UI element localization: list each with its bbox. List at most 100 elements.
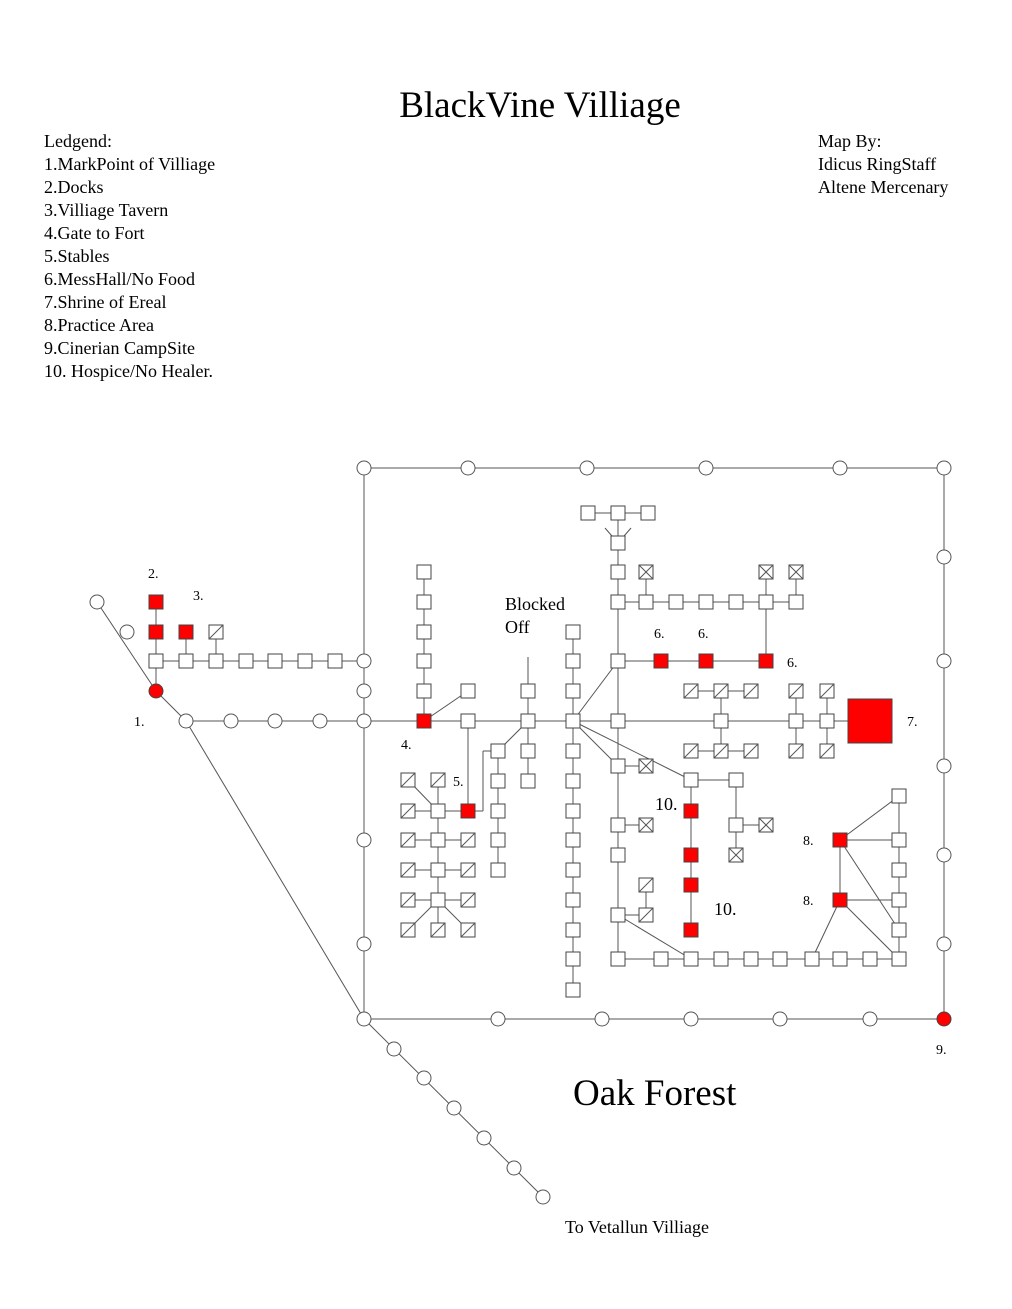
room — [178, 653, 194, 669]
room — [713, 713, 729, 729]
room — [610, 951, 626, 967]
room — [238, 653, 254, 669]
room — [400, 892, 416, 908]
room — [460, 922, 476, 938]
marker-8: 8. — [803, 894, 814, 909]
legend-item: 1.MarkPoint of Villiage — [44, 154, 216, 174]
waypoint — [936, 847, 952, 863]
room — [638, 564, 654, 580]
room — [743, 743, 759, 759]
waypoint — [446, 1100, 462, 1116]
room — [490, 803, 506, 819]
room — [891, 892, 907, 908]
room — [891, 832, 907, 848]
room — [713, 951, 729, 967]
room — [400, 862, 416, 878]
credits-line: Idicus RingStaff — [818, 154, 937, 174]
room — [416, 653, 432, 669]
room — [565, 832, 581, 848]
credits-line: Map By: — [818, 131, 882, 151]
room — [758, 594, 774, 610]
marker-6: 6. — [698, 627, 709, 642]
road-destination-label: To Vetallun Villiage — [565, 1217, 709, 1237]
legend: Ledgend: 1.MarkPoint of Villiage 2.Docks… — [44, 130, 215, 383]
waypoint — [356, 936, 372, 952]
room — [638, 877, 654, 893]
room — [788, 743, 804, 759]
room — [698, 594, 714, 610]
room — [610, 907, 626, 923]
legend-item: 3.Villiage Tavern — [44, 200, 169, 220]
special-room — [758, 653, 774, 669]
path-segment — [572, 720, 692, 781]
marker-5: 5. — [453, 775, 464, 790]
room — [267, 653, 283, 669]
room — [788, 713, 804, 729]
waypoint — [772, 1011, 788, 1027]
room — [862, 951, 878, 967]
room — [565, 951, 581, 967]
room — [638, 907, 654, 923]
path-segment — [811, 899, 841, 960]
room — [565, 653, 581, 669]
marker-4: 4. — [401, 738, 412, 753]
room — [728, 772, 744, 788]
special-room — [653, 653, 669, 669]
room — [819, 683, 835, 699]
room — [640, 505, 656, 521]
room — [565, 743, 581, 759]
room — [610, 847, 626, 863]
room — [638, 594, 654, 610]
room — [430, 772, 446, 788]
room — [668, 594, 684, 610]
room — [891, 922, 907, 938]
map-paths — [96, 467, 945, 1198]
map-title: BlackVine Villiage — [399, 85, 681, 126]
path-segment — [572, 660, 619, 722]
waypoint — [579, 460, 595, 476]
legend-item: 5.Stables — [44, 246, 110, 266]
waypoint — [936, 549, 952, 565]
room — [460, 892, 476, 908]
room — [683, 683, 699, 699]
special-room — [683, 803, 699, 819]
waypoint — [683, 1011, 699, 1027]
shrine-room — [847, 698, 893, 744]
special-room — [148, 624, 164, 640]
room — [819, 743, 835, 759]
path-segment — [839, 899, 900, 960]
marker-10: 10. — [714, 899, 737, 919]
room — [610, 535, 626, 551]
room — [327, 653, 343, 669]
waypoint — [416, 1070, 432, 1086]
room — [430, 803, 446, 819]
room — [610, 594, 626, 610]
legend-item: 8.Practice Area — [44, 315, 154, 335]
legend-heading: Ledgend: — [44, 131, 112, 151]
room — [653, 951, 669, 967]
marker-1: 1. — [134, 715, 145, 730]
path-segment — [839, 839, 900, 931]
special-room — [683, 922, 699, 938]
waypoint — [356, 683, 372, 699]
room — [565, 803, 581, 819]
room — [683, 772, 699, 788]
legend-item: 2.Docks — [44, 177, 104, 197]
path-segment — [185, 720, 365, 1020]
room — [610, 817, 626, 833]
waypoint — [594, 1011, 610, 1027]
room — [400, 922, 416, 938]
room — [713, 743, 729, 759]
special-room — [683, 877, 699, 893]
room — [804, 951, 820, 967]
room — [580, 505, 596, 521]
marker-10: 10. — [655, 794, 678, 814]
map-rooms — [89, 460, 952, 1205]
room — [638, 758, 654, 774]
room — [610, 713, 626, 729]
room — [772, 951, 788, 967]
room — [400, 832, 416, 848]
blocked-off-label: Blocked Off — [505, 593, 565, 639]
room — [490, 743, 506, 759]
room — [610, 505, 626, 521]
